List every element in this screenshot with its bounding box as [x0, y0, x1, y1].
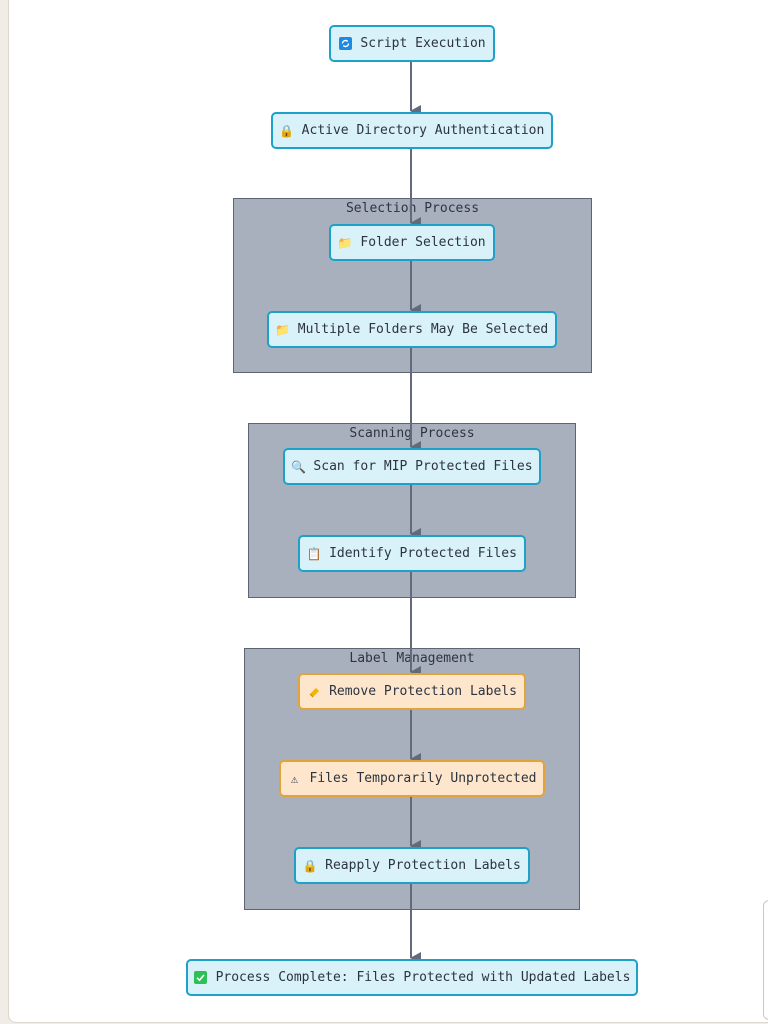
- warning-icon: ⚠: [290, 771, 299, 786]
- node-label: Identify Protected Files: [329, 546, 517, 561]
- node-label: Script Execution: [360, 36, 486, 51]
- node-script-execution[interactable]: Script Execution: [329, 25, 495, 62]
- node-scan-mip[interactable]: 🔍 Scan for MIP Protected Files: [283, 448, 541, 485]
- node-files-temporarily-unprotected[interactable]: ⚠ Files Temporarily Unprotected: [279, 760, 545, 797]
- eraser-icon: [307, 685, 321, 699]
- node-multiple-folders[interactable]: 📁 Multiple Folders May Be Selected: [267, 311, 557, 348]
- node-label: Multiple Folders May Be Selected: [297, 322, 549, 337]
- magnifier-icon: 🔍: [290, 459, 306, 474]
- lock-icon: 🔒: [302, 858, 318, 873]
- node-reapply-protection-labels[interactable]: 🔒 Reapply Protection Labels: [294, 847, 530, 884]
- node-folder-selection[interactable]: 📁 Folder Selection: [329, 224, 495, 261]
- check-icon: [194, 971, 208, 985]
- node-label: Reapply Protection Labels: [325, 858, 521, 873]
- group-title: Selection Process: [345, 201, 480, 216]
- node-active-directory-authentication[interactable]: 🔒 Active Directory Authentication: [271, 112, 553, 149]
- node-label: Files Temporarily Unprotected: [309, 771, 537, 786]
- folder-icon: 📁: [275, 322, 291, 337]
- node-remove-protection-labels[interactable]: Remove Protection Labels: [298, 673, 526, 710]
- sync-icon: [338, 37, 352, 51]
- node-process-complete[interactable]: Process Complete: Files Protected with U…: [186, 959, 638, 996]
- folder-icon: 📁: [337, 235, 353, 250]
- node-identify-protected-files[interactable]: 📋 Identify Protected Files: [298, 535, 526, 572]
- node-label: Folder Selection: [360, 235, 486, 250]
- node-label: Process Complete: Files Protected with U…: [215, 970, 631, 985]
- lock-icon: 🔒: [279, 123, 295, 138]
- node-label: Active Directory Authentication: [301, 123, 545, 138]
- clipboard-icon: 📋: [306, 546, 322, 561]
- node-label: Remove Protection Labels: [329, 684, 517, 699]
- node-label: Scan for MIP Protected Files: [313, 459, 533, 474]
